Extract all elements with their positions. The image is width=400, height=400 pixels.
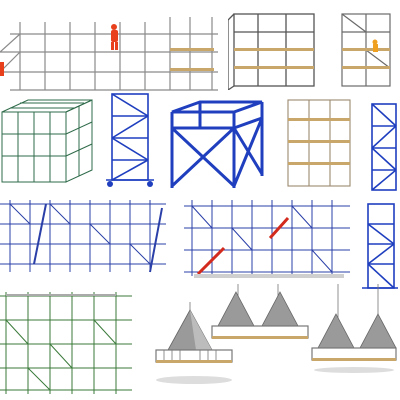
- green-cube-scaffold: [1, 99, 93, 183]
- grey-tower-with-worker: [341, 13, 391, 87]
- tan-plank-scaffold: [287, 99, 351, 187]
- blue-tall-tower: [371, 103, 397, 191]
- grey-frame-scaffold: [228, 13, 315, 90]
- blue-long-scaffold-with-stairs: [0, 200, 166, 273]
- hanging-platform-right: [211, 284, 397, 373]
- blue-stair-tower: [362, 203, 398, 289]
- blue-h-frame: [170, 100, 264, 188]
- blue-mobile-tower: [106, 93, 154, 187]
- walkway-scaffold-with-workers: [0, 17, 218, 91]
- blue-scaffold-with-red-stair: [184, 200, 350, 278]
- hanging-platform-left: [155, 302, 233, 384]
- green-facade-scaffold: [0, 292, 132, 394]
